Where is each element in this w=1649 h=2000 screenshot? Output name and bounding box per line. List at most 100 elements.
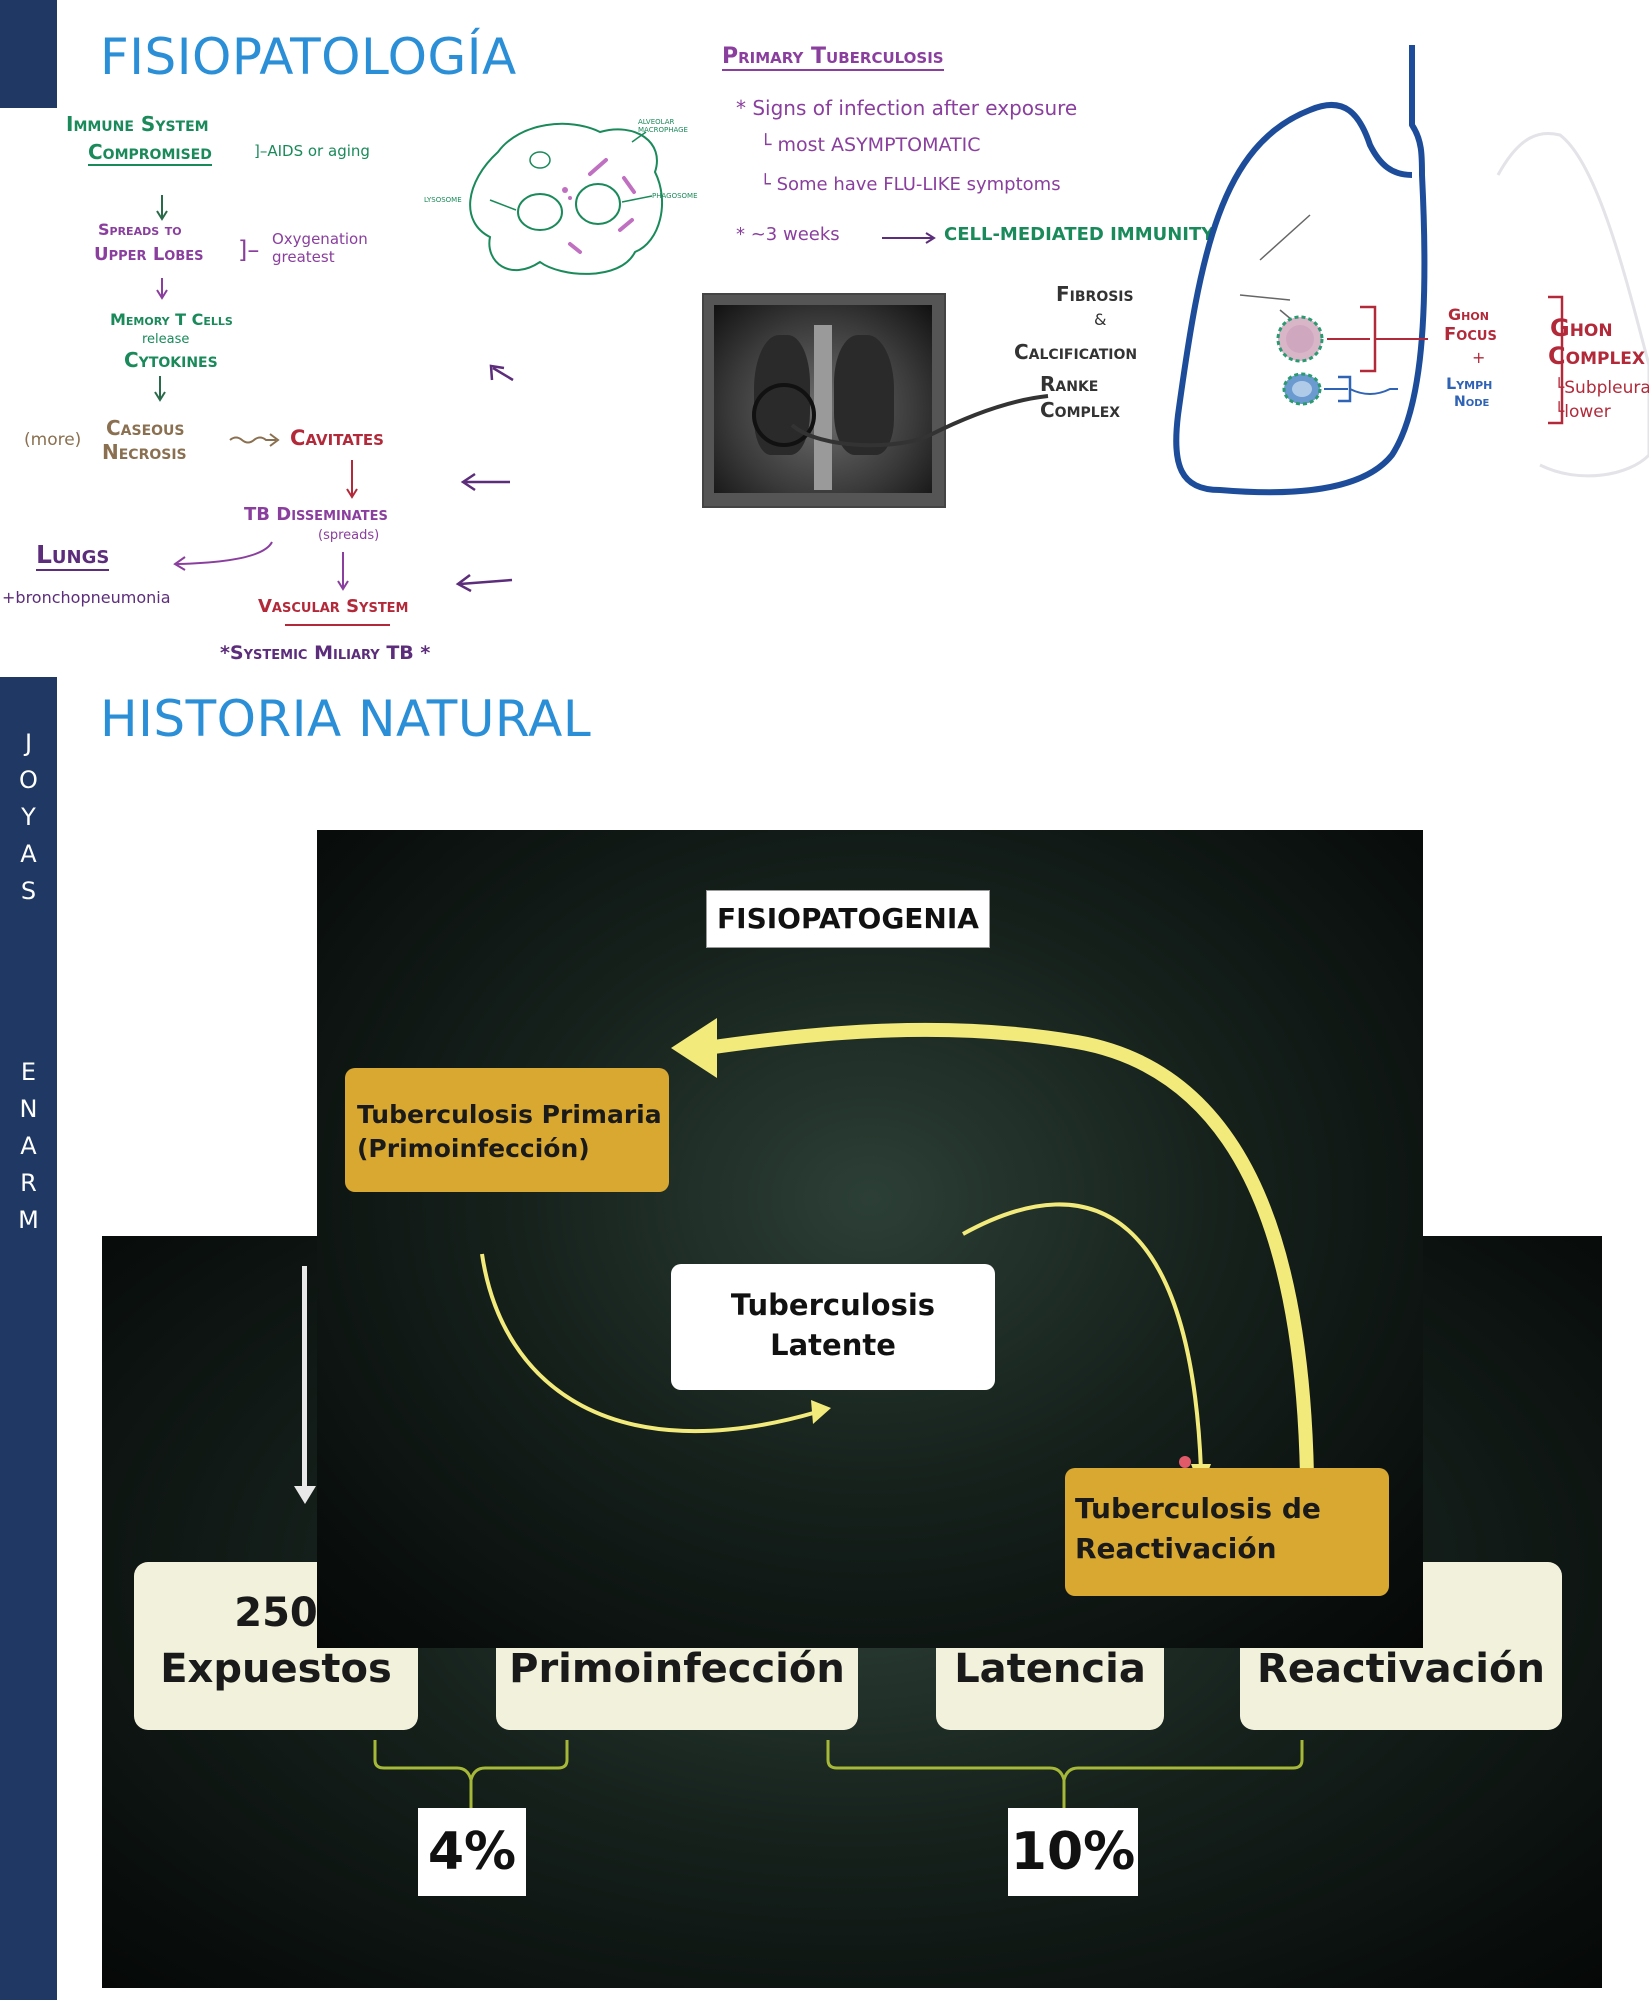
tb-reactivacion-line1: Tuberculosis de — [1075, 1492, 1321, 1525]
macrophage-text: MACROPHAGE — [638, 126, 688, 134]
primary-tb-title: Primary Tuberculosis — [722, 44, 944, 71]
sidebar-letter: Y — [21, 803, 36, 831]
sidebar-letter: N — [19, 1095, 38, 1123]
lymph-line1: Lymph — [1446, 374, 1493, 393]
tb-reactivacion-box: Tuberculosis de Reactivación — [1065, 1468, 1389, 1596]
sidebar-letter: R — [20, 1169, 37, 1197]
ampersand-label: & — [1094, 310, 1107, 329]
xray-film — [714, 305, 932, 493]
vascular-system: Vascular System — [258, 596, 409, 617]
memory-line2: release — [142, 332, 190, 347]
ranke-label: Ranke — [1040, 372, 1099, 396]
ghon-complex-line1: Ghon — [1550, 314, 1613, 342]
chest-xray-image — [702, 293, 946, 508]
heading-fisiopatologia: FISIOPATOLOGÍA — [100, 28, 517, 86]
sidebar-letter: E — [20, 1058, 37, 1086]
ghon-focus-line2: Focus — [1444, 324, 1497, 345]
alveolar-text: ALVEOLAR — [638, 118, 675, 126]
bronchopneumonia-text: bronchopneumonia — [15, 588, 171, 607]
sidebar-letter: O — [19, 766, 38, 794]
sidebar-letter: S — [20, 877, 37, 905]
lung-drawing — [1173, 45, 1649, 496]
percentage-brackets — [373, 1740, 1304, 1808]
pathophysiology-flow: Immune System Compromised ]–AIDS or agin… — [0, 100, 520, 680]
tb-latente-box: Tuberculosis Latente — [671, 1264, 995, 1390]
tb-latente-line1: Tuberculosis — [730, 1288, 936, 1322]
stage-expuestos-number: 250 — [234, 1590, 318, 1636]
ghon-focus-line1: Ghon — [1448, 305, 1489, 324]
memory-line3: Cytokines — [124, 348, 218, 372]
subpleural-label: └Subpleural — [1554, 378, 1649, 398]
sidebar-letter: M — [18, 1206, 39, 1234]
percentage-4: 4% — [418, 1808, 526, 1896]
primary-tb-notes: Primary Tuberculosis * Signs of infectio… — [700, 38, 1260, 258]
sidebar-letters-enarm: E N A R M — [0, 1054, 57, 1239]
more-label: (more) — [24, 430, 82, 450]
systemic-miliary-tb: *Systemic Miliary TB * — [220, 642, 431, 664]
phagosome-label: PHAGOSOME — [652, 192, 698, 200]
spreads-paren: (spreads) — [318, 528, 380, 543]
sidebar-top-bar — [0, 0, 57, 108]
subpleural-text: Subpleural — [1564, 378, 1649, 398]
sidebar-letter: J — [24, 729, 33, 757]
stage-latencia-label: Latencia — [954, 1646, 1146, 1692]
lower-text: lower — [1564, 402, 1611, 422]
cell-mediated-immunity: CELL-MEDIATED IMMUNITY — [944, 224, 1215, 245]
fisiopatogenia-title: FISIOPATOGENIA — [706, 890, 990, 948]
primary-tb-line3: └ Some have FLU-LIKE symptoms — [760, 174, 1061, 195]
tb-latente-line2: Latente — [770, 1328, 896, 1362]
complex-label: Complex — [1040, 398, 1121, 422]
flow-arrows — [154, 195, 514, 626]
macrophage-icon — [469, 122, 663, 275]
tb-primaria-line2: (Primoinfección) — [357, 1134, 590, 1163]
immune-system-line2: Compromised — [88, 140, 212, 166]
lysosome-label: LYSOSOME — [424, 196, 462, 204]
immune-system-line1: Immune System — [66, 112, 209, 136]
tb-primaria-line1: Tuberculosis Primaria — [357, 1100, 662, 1129]
spreads-bracket: ]– — [238, 236, 260, 264]
arrow-icon — [882, 232, 936, 244]
sidebar-letters-joyas: J O Y A S — [0, 725, 57, 910]
stage-primoinfeccion-label: Primoinfección — [509, 1646, 845, 1692]
spreads-line1: Spreads to — [98, 220, 182, 239]
caseous-line1: Caseous — [106, 416, 185, 440]
fisiopatogenia-slide: FISIOPATOGENIA Tuberculosis Primaria (Pr… — [317, 830, 1423, 1648]
asymptomatic-text: most ASYMPTOMATIC — [777, 134, 981, 156]
lower-label: └lower — [1554, 402, 1611, 422]
spreads-line2: Upper Lobes — [94, 244, 204, 265]
lungs-label: Lungs — [36, 540, 110, 571]
lymph-line2: Node — [1454, 394, 1490, 410]
down-arrow-icon — [294, 1486, 316, 1504]
ghon-complex-line2: Complex — [1548, 342, 1645, 370]
primary-tb-line2: └ most ASYMPTOMATIC — [760, 134, 981, 156]
tb-disseminates: TB Disseminates — [244, 504, 388, 525]
ranke-complex-circle — [752, 383, 816, 447]
sidebar-letter: A — [20, 1132, 37, 1160]
spreads-note2: greatest — [272, 248, 335, 266]
xray-left-lung — [834, 335, 894, 455]
bronchopneumonia-label: +bronchopneumonia — [2, 588, 171, 607]
alveolar-macrophage-label: ALVEOLAR MACROPHAGE — [638, 118, 688, 134]
ranke-pointer-line — [790, 394, 1049, 448]
sidebar-bar — [0, 677, 57, 2000]
macrophage-sketch: ALVEOLAR MACROPHAGE LYSOSOME PHAGOSOME — [420, 112, 710, 292]
immune-note: ]–AIDS or aging — [254, 142, 370, 160]
sidebar-letter: A — [20, 840, 37, 868]
vertical-arrow-line — [302, 1266, 307, 1496]
tb-primaria-box: Tuberculosis Primaria (Primoinfección) — [345, 1068, 669, 1192]
stage-expuestos-label: Expuestos — [160, 1646, 392, 1692]
plus-label: + — [1472, 348, 1486, 367]
percentage-10: 10% — [1008, 1808, 1138, 1896]
heading-historia-natural: HISTORIA NATURAL — [100, 690, 592, 748]
tb-reactivacion-line2: Reactivación — [1075, 1532, 1277, 1565]
xray-spine — [814, 325, 832, 490]
caseous-line2: Necrosis — [102, 440, 187, 464]
calcification-label: Calcification — [1014, 340, 1138, 364]
cavitates-label: Cavitates — [290, 426, 384, 450]
immune-note-text: AIDS or aging — [267, 142, 370, 160]
primary-tb-line1: * Signs of infection after exposure — [736, 96, 1078, 120]
memory-line1: Memory T Cells — [110, 310, 233, 329]
spreads-note1: Oxygenation — [272, 230, 368, 248]
flu-like-text: Some have FLU-LIKE symptoms — [776, 174, 1061, 195]
fibrosis-label: Fibrosis — [1056, 282, 1134, 306]
